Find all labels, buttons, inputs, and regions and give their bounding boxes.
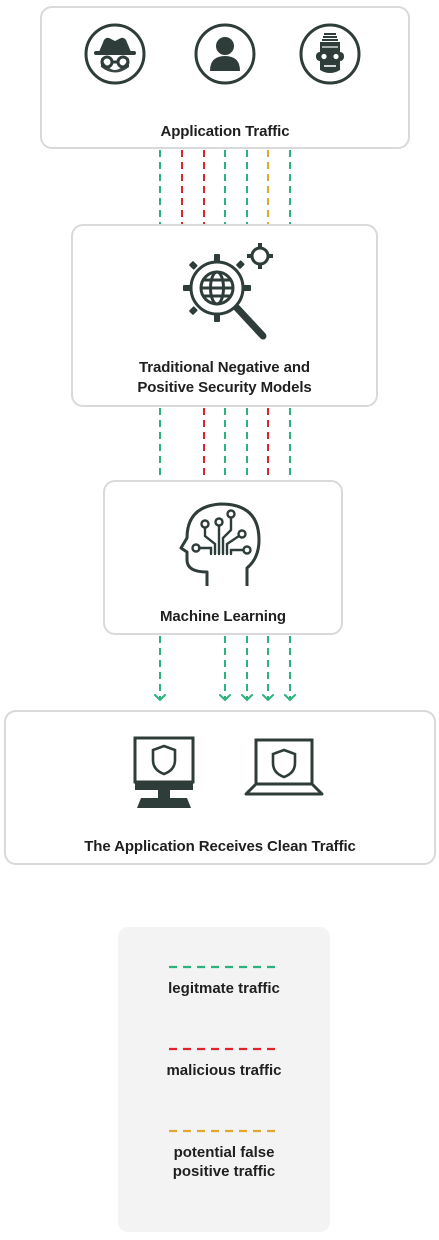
legend-line-false-positive: [169, 1129, 279, 1133]
application-label: The Application Receives Clean Traffic: [84, 838, 356, 855]
application-traffic-label: Application Traffic: [160, 123, 290, 140]
security-models-label-line2: Positive Security Models: [137, 379, 312, 396]
legend-item-legitimate: legitmate traffic: [118, 965, 330, 998]
flow-arrowhead: [154, 694, 166, 702]
security-models-label-line1: Traditional Negative and: [139, 359, 310, 376]
legend-line-legitimate: [169, 965, 279, 969]
flow-arrowhead: [284, 694, 296, 702]
gear-globe-magnifier-icon: [177, 240, 277, 344]
legend-item-malicious: malicious traffic: [118, 1047, 330, 1080]
desktop-shield-icon: [125, 732, 205, 812]
application-box: The Application Receives Clean Traffic: [4, 710, 436, 865]
flow-arrowhead: [262, 694, 274, 702]
hacker-icon: [83, 22, 147, 86]
flow-arrowhead: [219, 694, 231, 702]
traffic-legend: legitmate traffic malicious traffic pote…: [118, 927, 330, 1232]
brain-head-icon: [177, 496, 267, 592]
legend-label-legitimate: legitmate traffic: [168, 980, 280, 997]
application-traffic-box: Application Traffic: [40, 6, 410, 149]
laptop-shield-icon: [242, 736, 326, 806]
machine-learning-box: Machine Learning: [103, 480, 343, 635]
user-icon: [193, 22, 257, 86]
robot-icon: [298, 22, 362, 86]
security-models-box: Traditional Negative and Positive Securi…: [71, 224, 378, 407]
legend-label-false-positive-line1: potential false: [173, 1144, 275, 1161]
legend-line-malicious: [169, 1047, 279, 1051]
legend-label-malicious: malicious traffic: [166, 1062, 282, 1079]
legend-item-false-positive: potential false positive traffic: [118, 1129, 330, 1181]
legend-label-false-positive-line2: positive traffic: [172, 1163, 276, 1180]
flow-arrowhead: [241, 694, 253, 702]
machine-learning-label: Machine Learning: [160, 608, 286, 625]
